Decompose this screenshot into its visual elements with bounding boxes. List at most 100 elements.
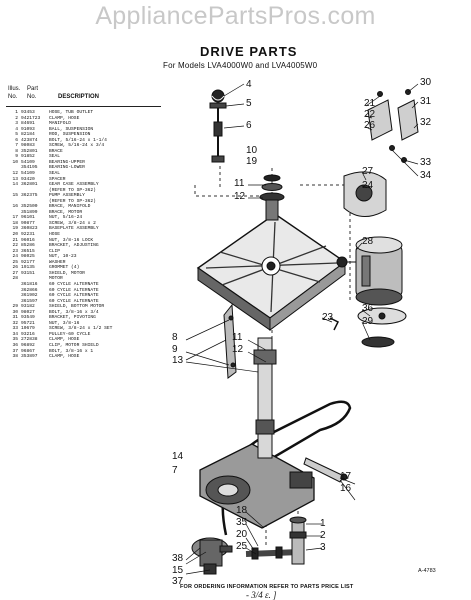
part-number: 9421723 <box>21 115 41 121</box>
part-number: 351899 <box>21 209 38 215</box>
part-description: SCREW, 3/8-24 x 1/2 SET <box>49 326 113 332</box>
gear-case-drawing <box>199 337 315 529</box>
part-number: 10679 <box>21 326 35 332</box>
part-illus-no: 6 <box>15 137 18 143</box>
part-illus-no: 21 <box>12 237 18 243</box>
part-number: 362866 <box>21 287 38 293</box>
callout-25: 25 <box>236 541 248 552</box>
part-number: 54109 <box>21 159 35 165</box>
part-illus-no: 26 <box>12 265 18 271</box>
part-number: 354195 <box>21 165 38 171</box>
part-description: WASHER <box>49 259 66 265</box>
part-number: 93151 <box>21 270 35 276</box>
callout-26: 26 <box>364 120 376 131</box>
header-description: DESCRIPTION <box>58 94 100 100</box>
pump-drawing <box>191 537 233 575</box>
part-description: GROMMET (4) <box>49 265 80 271</box>
part-illus-no: 37 <box>12 348 18 354</box>
part-illus-no: 30 <box>12 309 18 315</box>
callout-18: 18 <box>236 505 248 516</box>
part-description: SHIELD, BOTTOM MOTOR <box>49 304 105 310</box>
part-number: 352801 <box>21 148 38 154</box>
parts-list-row: (REFER TO SP-362) <box>6 188 166 194</box>
part-description: BOLT, 3/8-16 x 3/4 <box>49 309 99 315</box>
callout-24: 24 <box>362 180 374 191</box>
callout-35: 35 <box>236 517 248 528</box>
part-description: BOLT, 5/16-24 x 1-1/4 <box>49 137 107 143</box>
callout-17: 17 <box>340 471 352 482</box>
part-description: BRACE, MANIFOLD <box>49 204 91 210</box>
handwritten-note: - 3/4 ε. ] <box>246 590 277 600</box>
part-illus-no: 34 <box>12 331 18 337</box>
part-description: ROD, SUSPENSION <box>49 132 91 138</box>
leader-lines <box>185 83 419 575</box>
part-illus-no: 29 <box>12 304 18 310</box>
part-illus-no: 35 <box>12 337 18 343</box>
part-illus-no: 19 <box>12 226 18 232</box>
part-number: 95721 <box>21 320 35 326</box>
callout-11-lower: 11 <box>232 332 243 343</box>
part-number: 362375 <box>21 193 38 199</box>
callout-10: 10 <box>246 145 258 156</box>
part-number: 361902 <box>21 293 38 299</box>
callout-27: 27 <box>362 166 374 177</box>
part-description: CLIP <box>49 248 61 254</box>
part-description: CLIP, MOTOR SHIELD <box>49 342 99 348</box>
parts-list-row: (REFER TO SP-362) <box>6 199 166 205</box>
callout-21: 21 <box>364 98 376 109</box>
callout-19: 19 <box>246 156 258 167</box>
part-description: PUMP ASSEMBLY <box>49 193 85 199</box>
part-description: 60 CYCLE ALTERNATE <box>49 298 99 304</box>
part-description: NUT, 10-23 <box>49 254 77 260</box>
callout-34: 34 <box>420 170 432 181</box>
callout-23: 23 <box>322 312 334 323</box>
callout-13: 13 <box>172 355 184 366</box>
suspension-rod-drawing <box>209 102 227 163</box>
part-illus-no: 13 <box>12 176 18 182</box>
header-no: No. <box>8 94 18 100</box>
manifold-drawing <box>289 516 307 565</box>
part-illus-no: 9 <box>15 154 18 160</box>
part-number: 98027 <box>21 309 35 315</box>
part-description: CLAMP, HOSE <box>49 337 80 343</box>
part-illus-no: 17 <box>12 215 18 221</box>
part-description: BRACE, MOTOR <box>49 209 83 215</box>
part-description: 60 CYCLE ALTERNATE <box>49 287 99 293</box>
part-description: HOSE, TUB OUTLET <box>49 110 94 115</box>
part-description: BRACKET, ADJUSTING <box>49 243 99 249</box>
part-number: 361816 <box>21 281 38 287</box>
part-illus-no: 5 <box>15 132 18 138</box>
part-number: 96016 <box>21 237 35 243</box>
part-illus-no: 36 <box>12 342 18 348</box>
part-description: MANIFOLD <box>49 121 72 127</box>
callout-12: 12 <box>234 191 246 202</box>
part-description: SEAL <box>49 171 61 177</box>
header-rule <box>6 106 161 107</box>
part-illus-no: 8 <box>15 148 18 154</box>
part-description: GEAR CASE ASSEMBLY <box>49 182 99 188</box>
part-number: 90877 <box>21 220 35 226</box>
